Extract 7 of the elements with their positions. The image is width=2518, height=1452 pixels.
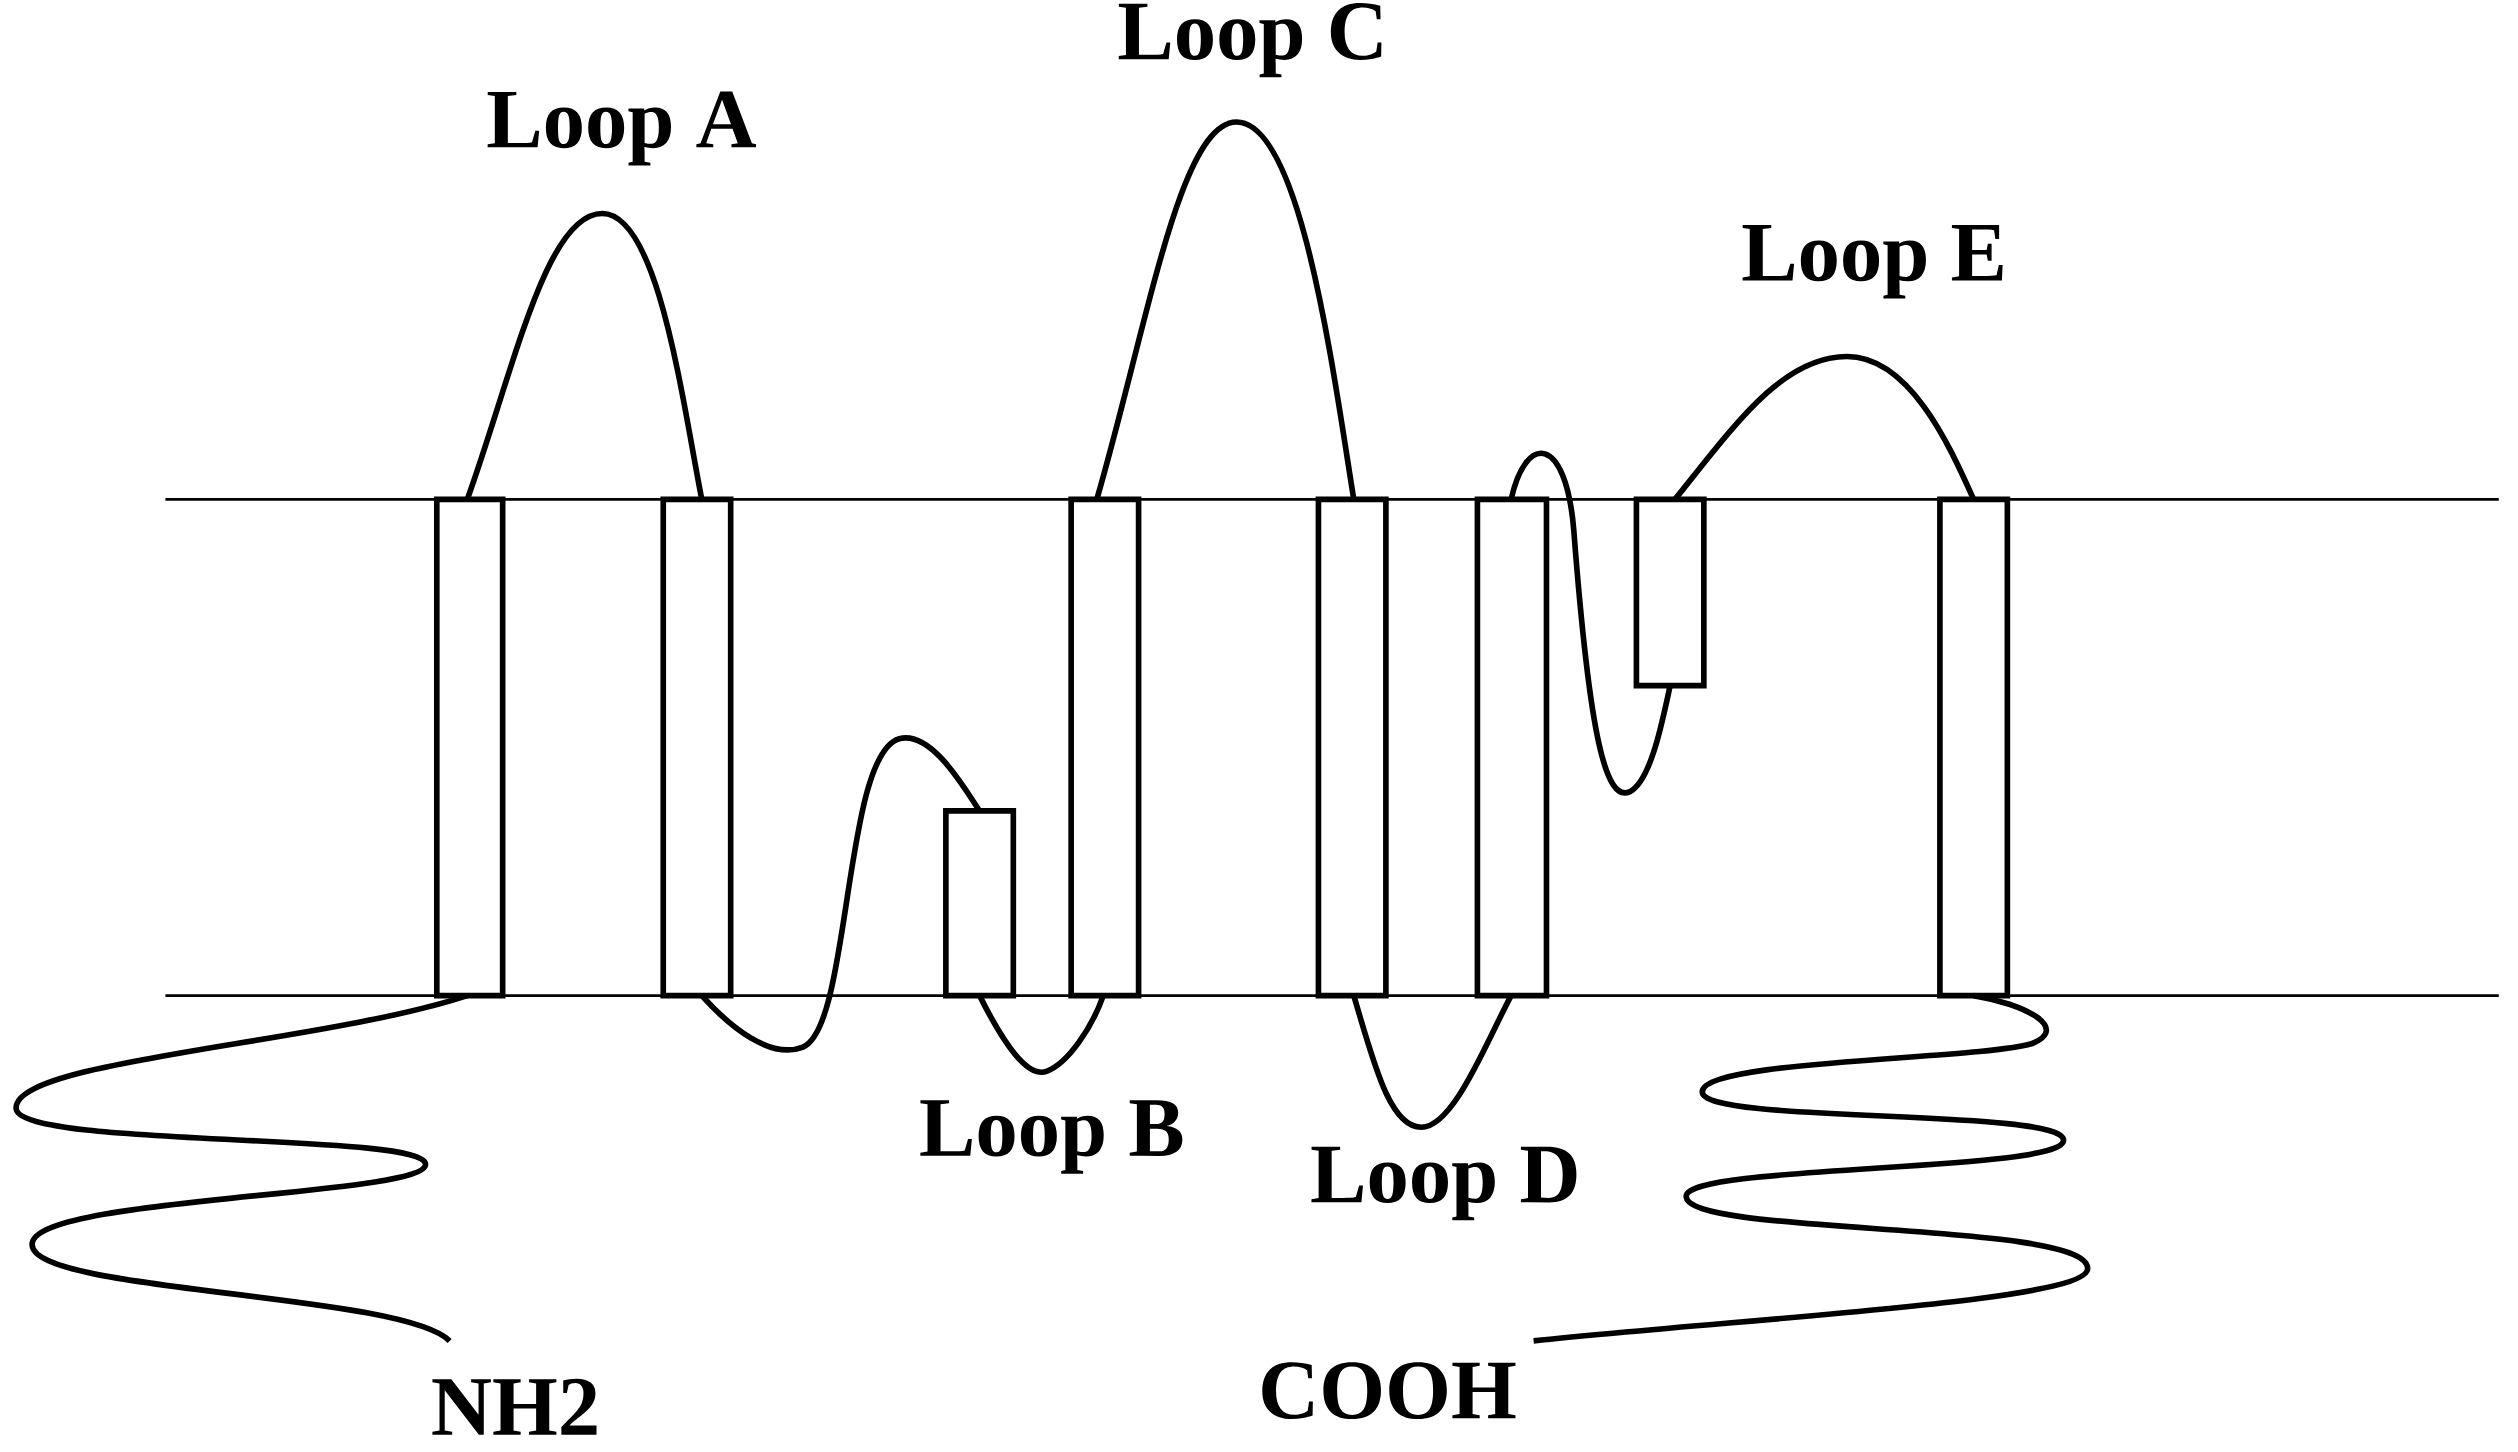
loop-label: Loop B	[920, 1100, 1183, 1174]
terminus-label: COOH	[1262, 1362, 1516, 1420]
loop-label: Loop D	[1311, 1146, 1577, 1221]
loop-label: Loop C	[1118, 3, 1382, 78]
loop-label: Loop A	[487, 91, 757, 166]
terminus-label: NH2	[432, 1378, 597, 1435]
loop-label: Loop E	[1742, 225, 2003, 299]
